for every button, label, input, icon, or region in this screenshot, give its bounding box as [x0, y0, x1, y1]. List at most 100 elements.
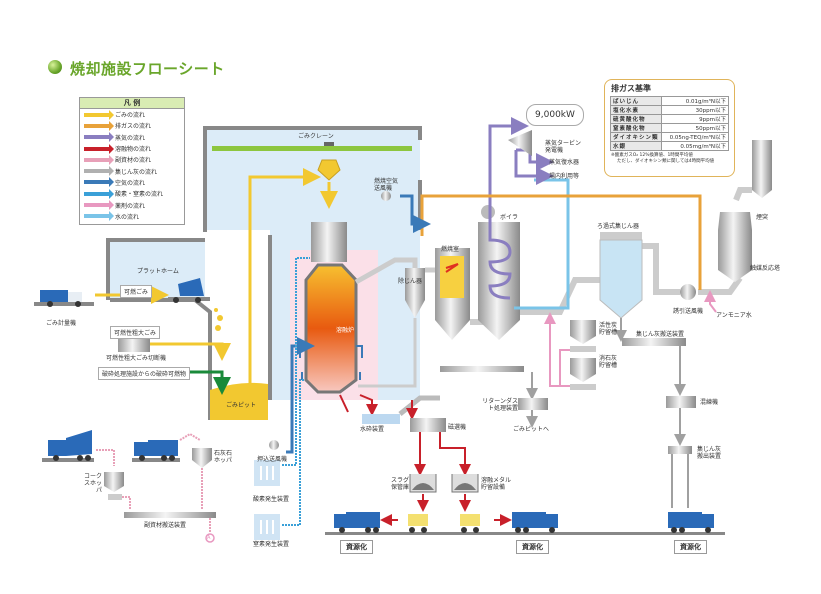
arrow-icon: [84, 166, 114, 177]
label-pit: ごみピット: [226, 402, 257, 409]
catalyst-tower: [718, 212, 752, 282]
label-metal-yard: 溶融メタル貯留設備: [481, 477, 512, 491]
label-crushed: 破砕処理施設からの破砕可燃物: [98, 367, 191, 380]
label-weigh: ごみ計量機: [46, 320, 77, 327]
title-bullet-icon: [48, 60, 62, 74]
arrow-icon: [84, 154, 114, 165]
legend-item-label: 水の流れ: [115, 213, 140, 221]
label-oxygen-gen: 酸素発生装置: [253, 496, 290, 503]
label-crane: ごみクレーン: [298, 133, 334, 140]
label-to-pit: ごみピットへ: [513, 426, 550, 433]
emission-item: ダイオキシン類: [610, 132, 662, 142]
label-fly-ash-conveyor: 集じん灰搬送装置: [636, 331, 685, 338]
label-slag-yard: スラグ保管庫: [390, 477, 409, 491]
emission-value: 30ppm以下: [661, 105, 729, 115]
label-magnet: 磁選機: [448, 424, 467, 431]
label-combustion-chamber: 燃焼室: [441, 246, 460, 253]
turbine: [508, 130, 532, 156]
legend-item: 蒸気の流れ: [80, 132, 184, 143]
label-combustion-fan: 燃焼空気送風機: [374, 178, 399, 192]
label-platform: プラットホーム: [137, 268, 179, 275]
arrow-icon: [84, 143, 114, 154]
label-kneader: 混練機: [700, 399, 719, 406]
legend-item: 溶融物の流れ: [80, 143, 184, 154]
melter: [304, 263, 358, 394]
page-title: 焼却施設フローシート: [70, 60, 225, 78]
emission-value: 50ppm以下: [661, 123, 729, 133]
label-ammonia: アンモニア水: [716, 312, 752, 319]
label-nitrogen-gen: 窒素発生装置: [253, 541, 290, 548]
emission-item: 水銀: [610, 141, 662, 151]
label-stack: 煙突: [756, 214, 769, 221]
emission-item: ばいじん: [610, 96, 662, 106]
arrow-icon: [84, 211, 114, 222]
label-site-use: 場内利用等: [549, 173, 580, 180]
legend-item: 水の流れ: [80, 211, 184, 222]
label-large-cutter: 可燃性粗大ごみ切断機: [106, 355, 167, 362]
arrow-icon: [84, 132, 114, 143]
label-blower: 押込送風機: [257, 456, 288, 463]
emission-value: 9ppm以下: [661, 114, 729, 124]
legend-item-label: ごみの流れ: [115, 112, 146, 120]
emission-note-2: ただし、ダイオキシン類に関しては4時間平均値: [617, 159, 715, 164]
crane-rail: [212, 146, 412, 151]
emission-item: 硫黄酸化物: [610, 114, 662, 124]
legend-item-label: 排ガスの流れ: [115, 123, 152, 131]
legend-item-label: 蒸気の流れ: [115, 134, 146, 142]
emission-value: 0.01g/m³N以下: [661, 96, 729, 106]
legend-item: ごみの流れ: [80, 109, 184, 120]
recycle-label-metal: 資源化: [516, 540, 549, 554]
label-turbine: 蒸気タービン発電機: [545, 140, 582, 154]
label-aux-conveyor: 副資材搬送装置: [144, 522, 187, 529]
recycle-label-ash: 資源化: [674, 540, 707, 554]
label-burnable: 可燃ごみ: [120, 285, 153, 298]
legend-heading: 凡 例: [80, 98, 184, 109]
power-output-badge: 9,000kW: [526, 104, 584, 126]
marker-a: A: [207, 535, 211, 541]
label-melter: 溶融炉: [336, 327, 355, 334]
legend-item-label: 空気の流れ: [115, 179, 146, 187]
legend-item: 集じん灰の流れ: [80, 165, 184, 177]
label-boiler: ボイラ: [500, 214, 519, 221]
arrow-icon: [84, 120, 114, 131]
stack: [752, 140, 772, 198]
label-dust-collector: 除じん器: [398, 278, 423, 285]
label-water-cooling: 水砕装置: [360, 426, 385, 433]
emission-standards-title: 排ガス基準: [611, 84, 651, 93]
label-large-burnable: 可燃性粗大ごみ: [110, 326, 161, 339]
emission-note-1: ※酸素ガスO₂ 12%換算値、1時間平均値: [611, 153, 693, 158]
label-bag-filter: ろ過式集じん器: [597, 223, 640, 230]
label-catalyst: 触媒反応塔: [750, 265, 781, 272]
arrow-icon: [84, 177, 114, 188]
emission-item: 窒素酸化物: [610, 123, 662, 133]
legend: 凡 例 ごみの流れ排ガスの流れ蒸気の流れ溶融物の流れ副資材の流れ集じん灰の流れ空…: [79, 97, 185, 225]
emission-value: 0.05ng-TEQ/m³N以下: [661, 132, 729, 142]
label-induced-fan: 誘引送風機: [673, 308, 704, 315]
legend-item-label: 溶融物の流れ: [115, 146, 152, 154]
legend-item-label: 副資材の流れ: [115, 157, 152, 165]
emission-item: 塩化水素: [610, 105, 662, 115]
arrow-icon: [84, 188, 114, 199]
label-condenser: 蒸気復水器: [549, 159, 580, 166]
label-coke-hopper: コークスホッパ: [83, 473, 102, 494]
bag-filter: [599, 239, 643, 319]
arrow-icon: [84, 109, 114, 120]
label-lime-hopper: 石灰石ホッパ: [214, 450, 233, 464]
label-return-dust: リターンダスト処理装置: [482, 398, 518, 412]
legend-item: 酸素・窒素の流れ: [80, 188, 184, 199]
label-fly-ash-out: 集じん灰搬出装置: [697, 446, 722, 460]
legend-item-label: 酸素・窒素の流れ: [115, 191, 164, 199]
legend-item-label: 薬剤の流れ: [115, 202, 146, 210]
legend-item: 薬剤の流れ: [80, 199, 184, 211]
label-lime: 消石灰貯留槽: [599, 355, 618, 369]
arrow-icon: [84, 200, 114, 211]
legend-item: 排ガスの流れ: [80, 120, 184, 131]
